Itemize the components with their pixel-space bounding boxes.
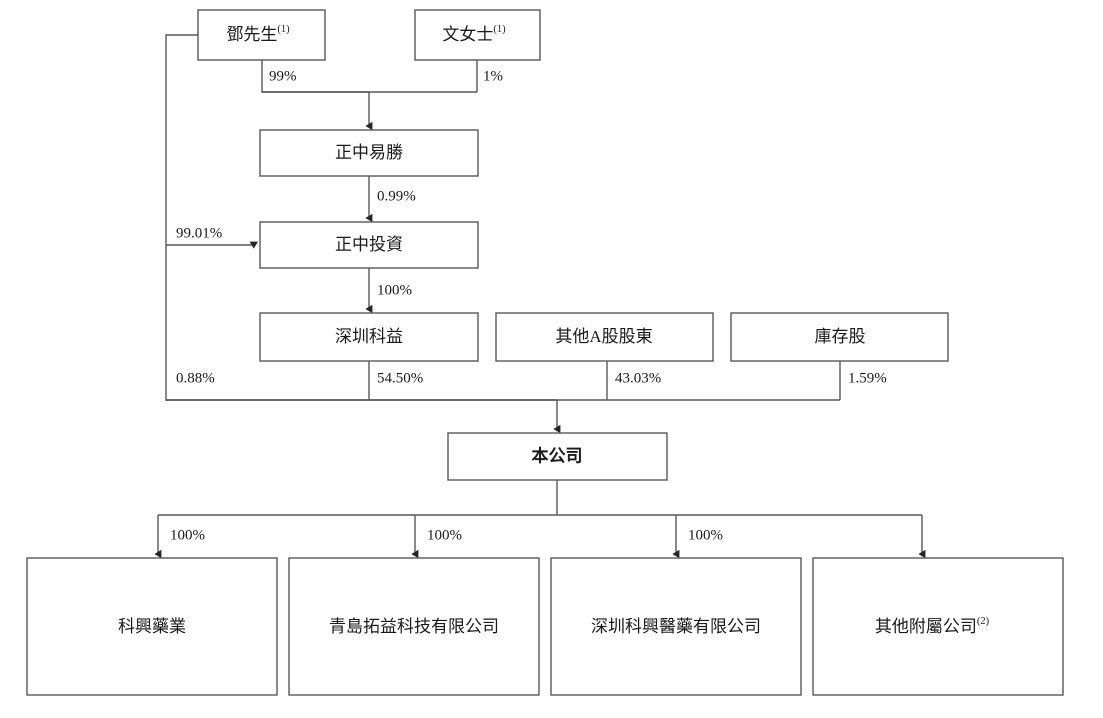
- node-szky-box[interactable]: [259, 312, 479, 362]
- node-zzys-box[interactable]: [259, 129, 479, 177]
- node-zzys-label: 正中易勝: [335, 143, 403, 162]
- node-treasury-box[interactable]: [730, 312, 949, 362]
- edge-label-deng-to-company: 0.88%: [176, 370, 215, 386]
- edge-label-company-to-szkxyy: 100%: [688, 527, 723, 543]
- node-szkxyy-box[interactable]: [550, 557, 802, 696]
- node-qdty-label: 青島拓益科技有限公司: [329, 617, 499, 636]
- edge-label-company-to-qdty: 100%: [427, 527, 462, 543]
- node-company-box[interactable]: [447, 432, 668, 481]
- edge-label-company-to-kxyy: 100%: [170, 527, 205, 543]
- node-company-label: 本公司: [532, 445, 583, 465]
- edge-label-othera-to-company: 43.03%: [615, 370, 661, 386]
- node-zztz-box[interactable]: [259, 221, 479, 269]
- edge-label-zzys-to-zztz: 0.99%: [377, 188, 416, 204]
- edge-label-wen-to-zzys: 1%: [483, 68, 503, 84]
- node-othera-box[interactable]: [495, 312, 714, 362]
- node-deng-box[interactable]: [197, 9, 326, 61]
- node-zztz-label: 正中投資: [335, 235, 403, 254]
- node-szkxyy-label: 深圳科興醫藥有限公司: [591, 617, 761, 636]
- edge-label-deng-to-zzys: 99%: [269, 68, 297, 84]
- node-treasury-label: 庫存股: [815, 327, 866, 346]
- node-qdty-box[interactable]: [288, 557, 540, 696]
- edge-label-deng-to-zztz: 99.01%: [176, 225, 222, 241]
- node-othersubs-label: 其他附屬公司(2): [875, 616, 990, 636]
- node-wen-box[interactable]: [414, 9, 541, 61]
- node-kxyy-label: 科興藥業: [118, 617, 186, 636]
- node-deng-label: 鄧先生(1): [226, 24, 290, 44]
- edge-label-szky-to-company: 54.50%: [377, 370, 423, 386]
- edge-label-treasury-to-company: 1.59%: [848, 370, 887, 386]
- node-othersubs-box[interactable]: [812, 557, 1064, 696]
- node-kxyy-box[interactable]: [26, 557, 278, 696]
- node-wen-label: 文女士(1): [442, 24, 506, 44]
- edge-label-zztz-to-szky: 100%: [377, 282, 412, 298]
- node-othera-label: 其他A股股東: [555, 327, 652, 346]
- node-szky-label: 深圳科益: [335, 327, 403, 346]
